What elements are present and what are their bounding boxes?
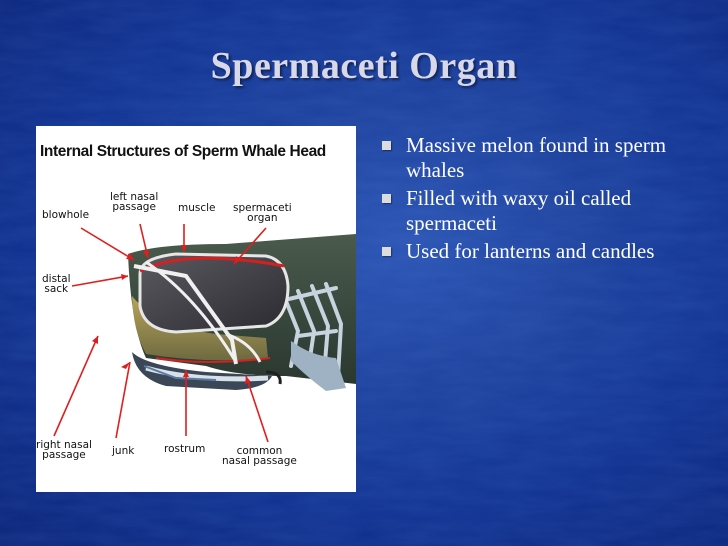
label-junk: junk [112, 445, 135, 457]
label-muscle: muscle [178, 202, 216, 214]
label-blowhole: blowhole [42, 209, 90, 221]
bullet-list: Massive melon found in sperm whales Fill… [382, 133, 682, 267]
label-right-nasal-passage: right nasal passage [36, 439, 92, 461]
label-left-nasal-passage: left nasal passage [110, 191, 159, 213]
bullet-item: Used for lanterns and candles [382, 239, 682, 264]
bullet-item: Filled with waxy oil called spermaceti [382, 186, 682, 236]
spermaceti-organ-shape [138, 252, 290, 334]
whale-head-diagram: Internal Structures of Sperm Whale Head … [36, 126, 356, 492]
label-spermaceti-organ: spermaceti organ [233, 202, 292, 224]
bullet-square-icon [382, 194, 391, 203]
whale-illustration [53, 223, 356, 443]
figure-title: Internal Structures of Sperm Whale Head [40, 143, 326, 160]
bullet-item: Massive melon found in sperm whales [382, 133, 682, 183]
flipper-bones [291, 341, 346, 391]
label-arrows [53, 223, 269, 443]
bullet-square-icon [382, 141, 391, 150]
bullet-square-icon [382, 247, 391, 256]
label-common-nasal-passage: common nasal passage [222, 445, 297, 467]
label-distal-sack: distal sack [42, 273, 71, 295]
label-rostrum: rostrum [164, 443, 206, 455]
slide-title: Spermaceti Organ [210, 45, 518, 87]
